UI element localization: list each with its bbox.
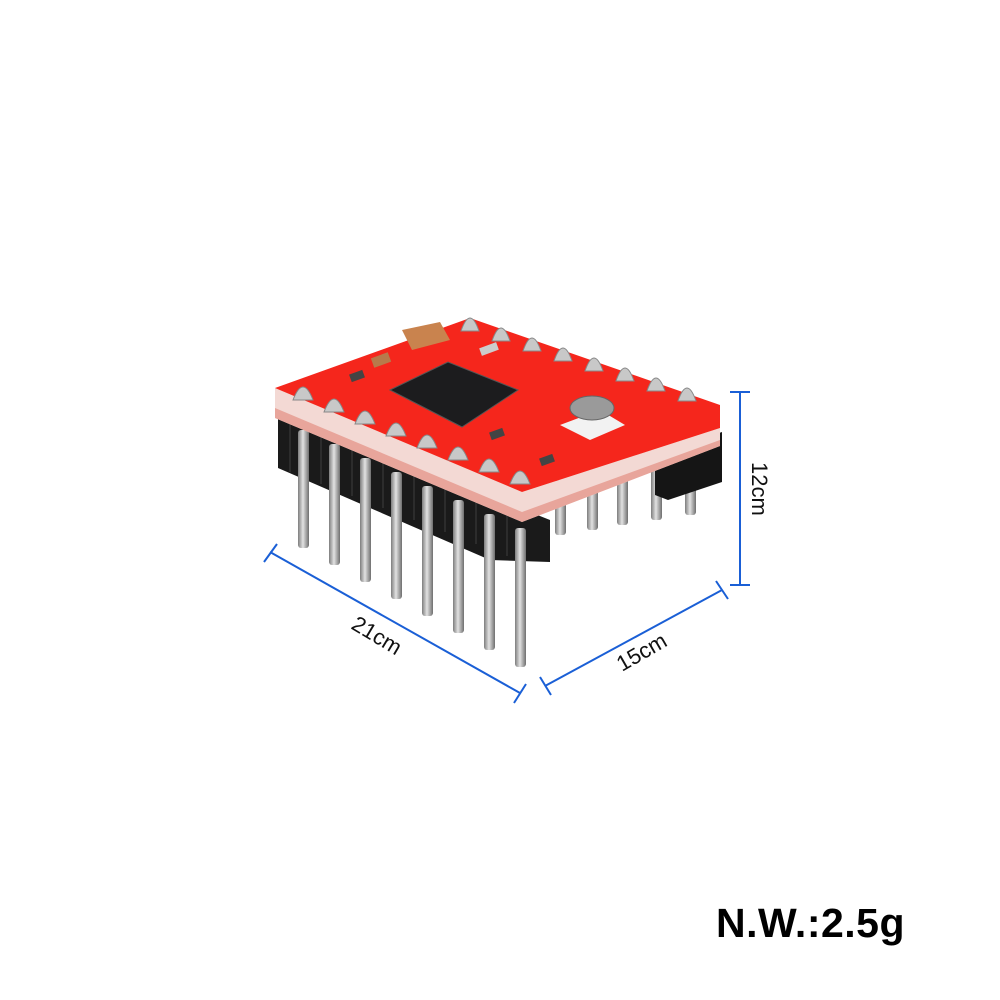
solder-joint <box>354 410 376 425</box>
solder-joint <box>646 377 666 392</box>
solder-joint <box>478 458 500 473</box>
solder-joint <box>416 434 438 449</box>
solder-joint <box>385 422 407 437</box>
solder-joint <box>509 470 531 485</box>
smd-capacitor <box>370 352 392 368</box>
solder-joint <box>677 387 697 402</box>
header-pin <box>515 528 526 667</box>
capacitor <box>402 322 450 350</box>
smd-capacitor <box>479 342 499 356</box>
solder-joint <box>491 327 511 342</box>
smd-resistor <box>349 369 365 383</box>
net-weight-label: N.W.:2.5g <box>716 900 906 946</box>
solder-joint <box>447 446 469 461</box>
header-pin <box>484 514 495 650</box>
header-pin <box>329 444 340 565</box>
header-pin <box>360 458 371 582</box>
solder-joint <box>292 386 314 401</box>
solder-joint <box>323 398 345 413</box>
front-pin-row <box>298 430 526 667</box>
header-separators <box>289 418 508 556</box>
header-pin <box>391 472 402 599</box>
width-label: 15cm <box>612 628 671 677</box>
solder-joints <box>292 317 697 485</box>
header-pin <box>453 500 464 633</box>
driver-chip <box>388 361 520 428</box>
potentiometer-base <box>560 410 625 440</box>
solder-joint <box>584 357 604 372</box>
dimension-lines <box>263 391 750 704</box>
length-label: 21cm <box>347 611 406 660</box>
length-dimension-line <box>269 551 521 694</box>
solder-joint <box>460 317 480 332</box>
height-label: 12cm <box>747 462 772 516</box>
smd-resistor <box>539 453 555 467</box>
solder-joint <box>615 367 635 382</box>
header-pin <box>422 486 433 616</box>
solder-joint <box>522 337 542 352</box>
smd-resistor <box>489 427 505 441</box>
solder-joint <box>553 347 573 362</box>
potentiometer-icon <box>569 395 615 421</box>
header-pin <box>298 430 309 548</box>
width-dimension-line <box>544 589 723 687</box>
